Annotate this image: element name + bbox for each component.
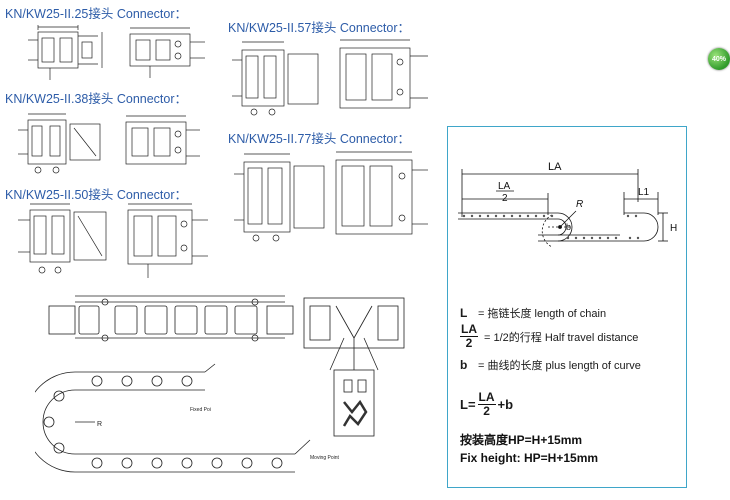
progress-badge: 40%	[708, 48, 730, 70]
heading-kn-kw25-ii25: KN/KW25-II.25接头 Connector：	[5, 7, 188, 21]
la-dimension-label: LA	[548, 161, 562, 173]
bent-chain-drawing: R	[35, 363, 311, 473]
connector-drawing-ii50	[18, 203, 208, 278]
connector-drawing-ii57	[232, 39, 428, 116]
moving-point-label: Moving Point	[310, 455, 339, 461]
heading-kn-kw25-ii77: KN/KW25-II.77接头 Connector：	[228, 132, 411, 146]
legend-chain-length: L = 拖链长度 length of chain	[460, 305, 606, 321]
heading-kn-kw25-ii50: KN/KW25-II.50接头 Connector：	[5, 188, 188, 202]
connector-drawing-ii25	[28, 25, 205, 80]
heading-kn-kw25-ii38: KN/KW25-II.38接头 Connector：	[5, 92, 188, 106]
half-la-denominator: 2	[502, 193, 508, 204]
install-height-en: Fix height: HP=H+15mm	[460, 451, 599, 465]
cross-section-detail-drawing	[303, 297, 405, 437]
legend-la-fraction: LA 2	[460, 323, 478, 350]
radius-dimension-label: R	[576, 199, 583, 210]
legend-l-text: = 拖链长度 length of chain	[478, 308, 607, 320]
radius-label: R	[97, 421, 102, 428]
formula-denominator: 2	[483, 404, 490, 418]
half-la-numerator: LA	[498, 181, 511, 192]
fixed-point-label: Fixed Poi	[190, 407, 211, 413]
connector-drawing-ii38	[18, 113, 200, 174]
chain-dimension-diagram: LA LA 2 L1 R b H	[458, 161, 677, 248]
l1-dimension-label: L1	[638, 187, 650, 198]
legend-la-numerator: LA	[460, 322, 478, 337]
dimension-legend-panel: LA LA 2 L1 R b H L = 拖链长度 length of chai…	[447, 126, 687, 488]
legend-b-symbol: b	[460, 358, 468, 372]
legend-la-text: = 1/2的行程 Half travel distance	[484, 331, 639, 344]
heading-kn-kw25-ii57: KN/KW25-II.57接头 Connector：	[228, 21, 411, 35]
install-height-cn: 按装高度HP=H+15mm	[460, 433, 583, 447]
connector-drawing-ii77	[234, 151, 428, 242]
legend-la-denominator: 2	[465, 336, 473, 350]
formula-numerator: LA	[477, 390, 496, 405]
chain-length-formula: L= LA 2 +b	[460, 391, 513, 418]
legend-b-text: = 曲线的长度 plus length of curve	[478, 360, 641, 372]
legend-half-travel: LA 2 = 1/2的行程 Half travel distance	[460, 323, 638, 350]
formula-prefix: L=	[460, 397, 476, 412]
height-dimension-label: H	[670, 223, 677, 234]
formula-fraction: LA 2	[477, 390, 496, 418]
chain-link-strip-drawing	[48, 295, 294, 342]
curve-length-label: b	[566, 222, 571, 232]
legend-l-symbol: L	[460, 306, 468, 320]
legend-curve-length: b = 曲线的长度 plus length of curve	[460, 357, 641, 373]
formula-suffix: +b	[497, 397, 514, 412]
